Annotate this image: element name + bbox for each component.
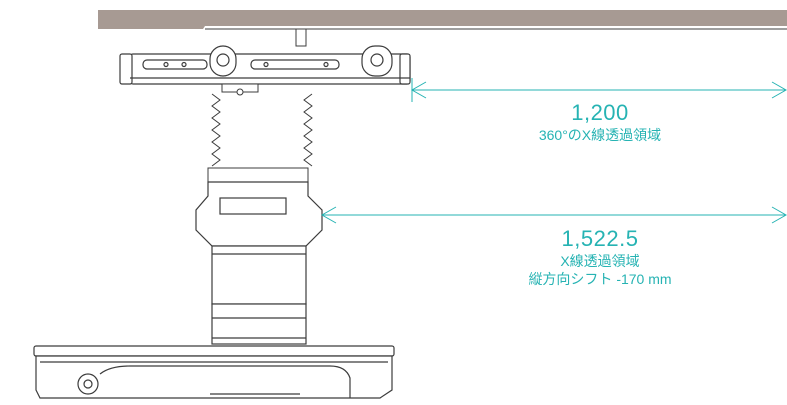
dimension-label-lower: 1,522.5 X線透過領域 縦方向シフト -170 mm bbox=[470, 226, 730, 288]
bellows-column bbox=[207, 83, 313, 183]
side-rail bbox=[119, 45, 411, 85]
dimension-caption-lower-1: X線透過領域 bbox=[560, 253, 640, 269]
floor-base bbox=[33, 345, 395, 399]
dimension-label-upper: 1,200 360°のX線透過領域 bbox=[470, 100, 730, 144]
dimension-value-lower: 1,522.5 bbox=[561, 226, 639, 251]
dimension-caption-lower-2: 縦方向シフト -170 mm bbox=[528, 271, 672, 287]
dimension-arrow-lower bbox=[320, 206, 787, 224]
dimension-caption-upper: 360°のX線透過領域 bbox=[538, 127, 662, 143]
table-top bbox=[98, 10, 787, 47]
dimension-value-upper: 1,200 bbox=[571, 100, 629, 125]
base-column bbox=[195, 181, 323, 345]
dimension-arrow-upper bbox=[410, 78, 787, 102]
